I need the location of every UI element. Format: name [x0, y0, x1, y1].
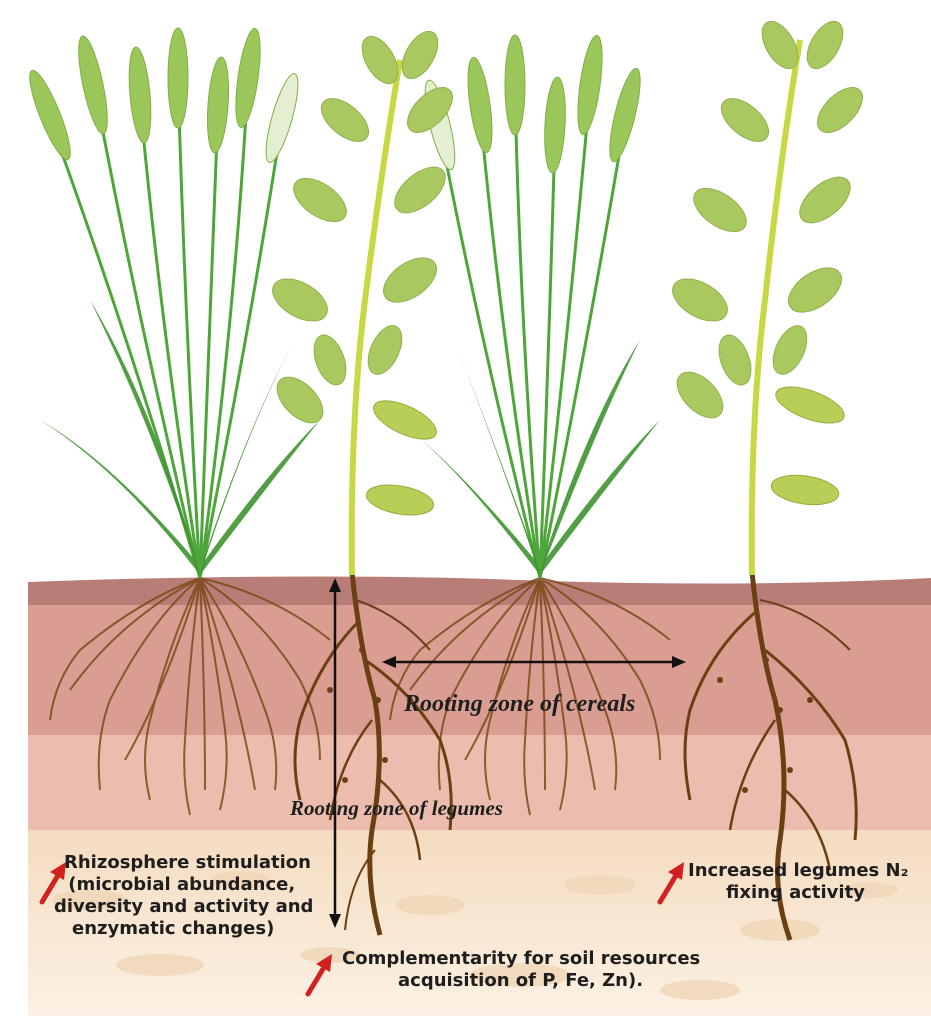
complementarity-text: Complementarity for soil resources acqui… — [342, 948, 700, 992]
legume-rooting-zone-label: Rooting zone of legumes — [290, 795, 503, 821]
n2-fixing-text: Increased legumes N₂ fixing activity — [688, 860, 908, 904]
rhizosphere-line-1: Rhizosphere stimulation — [64, 852, 313, 874]
complementarity-line-1: Complementarity for soil resources — [342, 948, 700, 970]
red-up-right-arrow-icon — [302, 952, 336, 998]
rhizosphere-line-2: (microbial abundance, — [50, 874, 313, 896]
red-up-right-arrow-icon — [654, 860, 688, 906]
n2-fixing-line-1: Increased legumes N₂ — [688, 860, 908, 882]
rhizosphere-line-4: enzymatic changes) — [72, 918, 313, 940]
complementarity-line-2: acquisition of P, Fe, Zn). — [398, 970, 700, 992]
cereal-plant-left — [23, 27, 320, 578]
cereal-rooting-zone-label: Rooting zone of cereals — [404, 690, 635, 718]
rhizosphere-line-3: diversity and activity and — [54, 896, 313, 918]
legume-plant-right — [666, 15, 871, 575]
n2-fixing-line-2: fixing activity — [726, 882, 908, 904]
cereal-plant-right — [410, 34, 660, 578]
rhizosphere-stimulation-text: Rhizosphere stimulation (microbial abund… — [64, 852, 313, 940]
